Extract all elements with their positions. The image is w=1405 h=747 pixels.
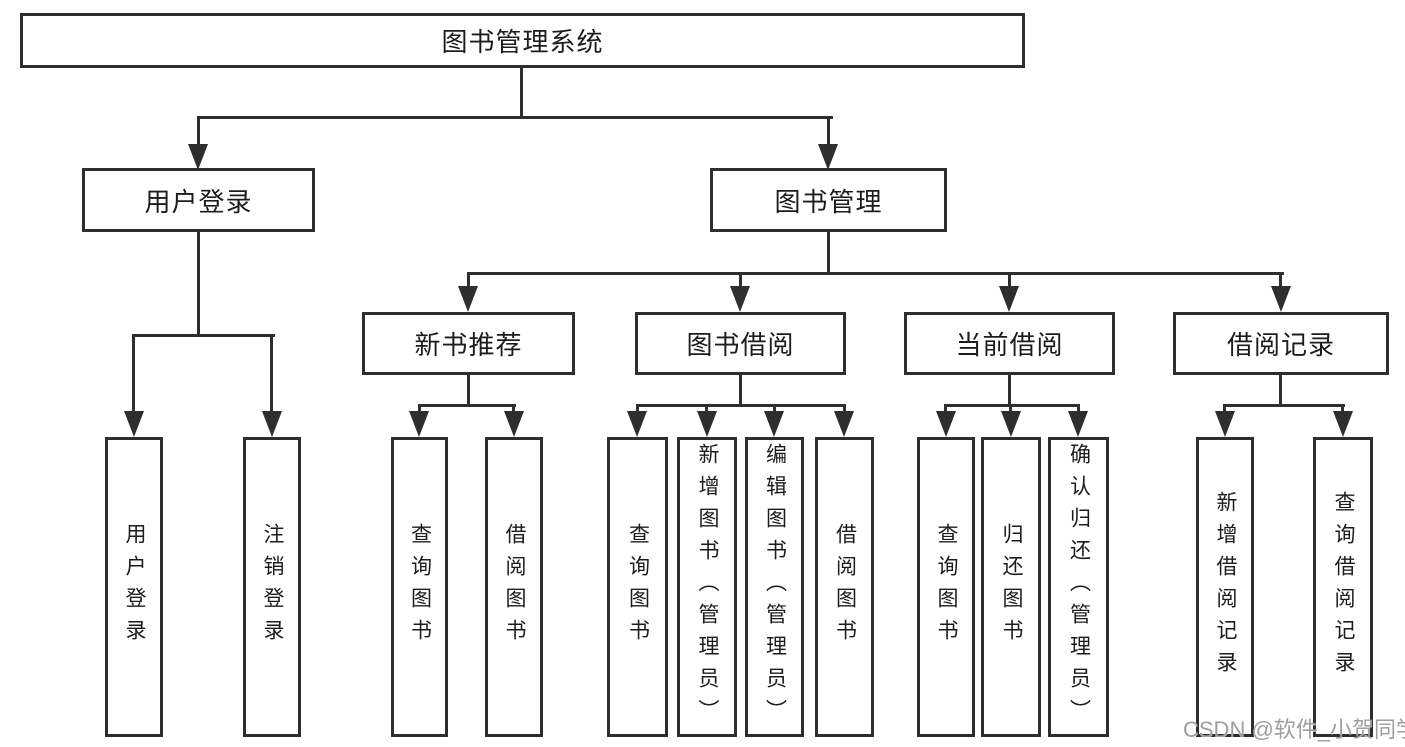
arrowhead <box>764 411 784 437</box>
connector-line <box>270 334 273 411</box>
leaf-query-books: 查询图书 <box>391 437 448 737</box>
arrowhead <box>188 144 208 170</box>
connector-line <box>1223 404 1345 407</box>
leaf-add-books-admin: 新增图书（管理员） <box>677 437 737 737</box>
leaf-return-books: 归还图书 <box>981 437 1041 737</box>
connector-line <box>1341 404 1344 413</box>
leaf-label: 确认归还（管理员） <box>1067 443 1091 731</box>
leaf-label: 归还图书 <box>1000 523 1023 651</box>
leaf-confirm-return-admin: 确认归还（管理员） <box>1048 437 1109 737</box>
connector-line <box>827 116 830 146</box>
connector-line <box>1008 272 1011 286</box>
connector-line <box>467 272 1284 275</box>
node-label: 图书管理 <box>774 186 883 217</box>
arrowhead <box>834 411 854 437</box>
connector-line <box>467 375 470 406</box>
connector-line <box>1077 404 1080 413</box>
node-borrowing-records: 借阅记录 <box>1173 312 1389 375</box>
leaf-borrow-books: 借阅图书 <box>815 437 874 737</box>
arrowhead <box>697 411 717 437</box>
leaf-query-books: 查询图书 <box>917 437 975 737</box>
leaf-label: 借阅图书 <box>503 523 526 651</box>
connector-line <box>197 116 200 146</box>
arrowhead <box>458 286 478 312</box>
connector-line <box>132 334 135 411</box>
node-book-borrowing: 图书借阅 <box>635 312 846 375</box>
connector-line <box>739 272 742 286</box>
arrowhead <box>409 411 429 437</box>
node-label: 用户登录 <box>144 186 253 217</box>
leaf-label: 新增图书（管理员） <box>696 443 719 731</box>
leaf-borrow-books: 借阅图书 <box>485 437 543 737</box>
watermark: CSDN @软件_小贺同学 <box>1183 717 1405 742</box>
connector-line <box>197 116 833 119</box>
node-current-borrowing: 当前借阅 <box>904 312 1115 375</box>
arrowhead <box>818 144 838 170</box>
connector-line <box>418 404 421 413</box>
arrowhead <box>262 411 282 437</box>
arrowhead <box>627 411 647 437</box>
connector-line <box>1008 375 1011 406</box>
leaf-label: 新增借阅记录 <box>1214 491 1237 683</box>
connector-line <box>197 232 200 336</box>
leaf-query-borrow-record: 查询借阅记录 <box>1313 437 1373 737</box>
connector-line <box>636 404 639 413</box>
connector-line <box>512 404 515 413</box>
connector-line <box>1009 404 1012 413</box>
connector-line <box>739 375 742 406</box>
connector-line <box>520 68 523 119</box>
leaf-label: 用户登录 <box>123 523 146 651</box>
leaf-query-books: 查询图书 <box>607 437 668 737</box>
arrowhead <box>1215 411 1235 437</box>
leaf-logout: 注销登录 <box>243 437 301 737</box>
connector-line <box>1279 272 1282 286</box>
connector-line <box>944 404 947 413</box>
arrowhead <box>999 286 1019 312</box>
arrowhead <box>1333 411 1353 437</box>
connector-line <box>705 404 708 413</box>
leaf-label: 查询图书 <box>626 523 650 651</box>
node-book-management: 图书管理 <box>710 168 947 232</box>
connector-line <box>843 404 846 413</box>
leaf-add-borrow-record: 新增借阅记录 <box>1196 437 1254 737</box>
node-label: 图书管理系统 <box>441 27 604 57</box>
node-label: 借阅记录 <box>1226 330 1335 360</box>
arrowhead <box>504 411 524 437</box>
node-label: 当前借阅 <box>955 330 1064 360</box>
leaf-label: 注销登录 <box>261 523 284 651</box>
leaf-label: 查询图书 <box>408 523 432 651</box>
arrowhead <box>1068 411 1088 437</box>
connector-line <box>944 404 1080 407</box>
node-user-login: 用户登录 <box>82 168 315 232</box>
arrowhead <box>936 411 956 437</box>
leaf-user-login: 用户登录 <box>105 437 163 737</box>
connector-line <box>1279 375 1282 406</box>
node-new-book-recommendation: 新书推荐 <box>362 312 575 375</box>
connector-line <box>1223 404 1226 413</box>
arrowhead <box>1271 286 1291 312</box>
arrowhead <box>1001 411 1021 437</box>
leaf-label: 借阅图书 <box>833 523 857 651</box>
connector-line <box>132 334 275 337</box>
node-library-management-system: 图书管理系统 <box>20 13 1025 68</box>
connector-line <box>773 404 776 413</box>
connector-line <box>636 404 846 407</box>
node-label: 图书借阅 <box>686 330 795 360</box>
leaf-label: 编辑图书（管理员） <box>763 443 787 731</box>
arrowhead <box>730 286 750 312</box>
leaf-label: 查询图书 <box>935 523 958 651</box>
node-label: 新书推荐 <box>414 330 523 360</box>
connector-line <box>418 404 516 407</box>
arrowhead <box>124 411 144 437</box>
connector-line <box>827 232 830 275</box>
leaf-edit-books-admin: 编辑图书（管理员） <box>745 437 804 737</box>
leaf-label: 查询借阅记录 <box>1332 491 1355 683</box>
connector-line <box>467 272 470 286</box>
